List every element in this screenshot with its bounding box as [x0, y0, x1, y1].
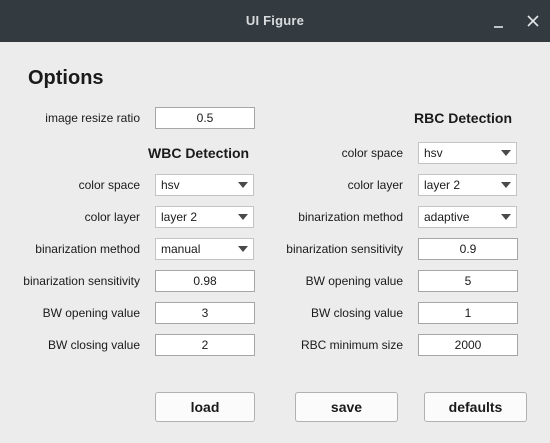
wbc-color-layer-dropdown[interactable]: layer 2 [155, 206, 254, 228]
chevron-down-icon [238, 214, 248, 220]
wbc-color-layer-value: layer 2 [161, 210, 198, 224]
close-icon [527, 15, 539, 27]
rbc-color-space-label: color space [341, 146, 403, 160]
wbc-binarization-sensitivity-field[interactable]: 0.98 [155, 270, 255, 292]
chevron-down-icon [501, 182, 511, 188]
rbc-color-space-dropdown[interactable]: hsv [418, 142, 517, 164]
wbc-binarization-method-value: manual [161, 242, 201, 256]
wbc-binarization-method-dropdown[interactable]: manual [155, 238, 254, 260]
chevron-down-icon [501, 150, 511, 156]
title-bar: UI Figure [0, 0, 550, 42]
rbc-bw-opening-label: BW opening value [305, 274, 403, 288]
rbc-bw-closing-field[interactable]: 1 [418, 302, 518, 324]
wbc-color-space-dropdown[interactable]: hsv [155, 174, 254, 196]
image-resize-field[interactable]: 0.5 [155, 107, 255, 129]
wbc-color-layer-label: color layer [84, 210, 140, 224]
rbc-binarization-method-value: adaptive [424, 210, 470, 224]
rbc-min-size-field[interactable]: 2000 [418, 334, 518, 356]
window-title: UI Figure [245, 13, 305, 28]
save-button[interactable]: save [295, 392, 398, 422]
wbc-section-heading: WBC Detection [148, 145, 250, 161]
rbc-color-layer-value: layer 2 [424, 178, 461, 192]
chevron-down-icon [501, 214, 511, 220]
rbc-color-space-value: hsv [424, 146, 443, 160]
wbc-color-space-value: hsv [161, 178, 180, 192]
wbc-binarization-method-label: binarization method [35, 242, 140, 256]
load-button[interactable]: load [155, 392, 255, 422]
minimize-icon [494, 26, 503, 28]
rbc-bw-closing-label: BW closing value [310, 306, 403, 320]
wbc-binarization-sensitivity-label: binarization sensitivity [23, 274, 140, 288]
wbc-bw-closing-label: BW closing value [47, 338, 140, 352]
rbc-binarization-method-label: binarization method [298, 210, 403, 224]
rbc-binarization-sensitivity-field[interactable]: 0.9 [418, 238, 518, 260]
rbc-binarization-sensitivity-label: binarization sensitivity [286, 242, 403, 256]
defaults-button[interactable]: defaults [424, 392, 527, 422]
wbc-bw-opening-label: BW opening value [42, 306, 140, 320]
image-resize-label: image resize ratio [45, 111, 140, 125]
rbc-section-heading: RBC Detection [414, 110, 513, 126]
rbc-binarization-method-dropdown[interactable]: adaptive [418, 206, 517, 228]
close-button[interactable] [520, 8, 546, 34]
wbc-bw-opening-field[interactable]: 3 [155, 302, 255, 324]
rbc-color-layer-label: color layer [347, 178, 403, 192]
rbc-min-size-label: RBC minimum size [300, 338, 403, 352]
options-heading: Options [28, 67, 104, 89]
rbc-bw-opening-field[interactable]: 5 [418, 270, 518, 292]
minimize-button[interactable] [486, 8, 512, 34]
wbc-bw-closing-field[interactable]: 2 [155, 334, 255, 356]
options-panel: Options image resize ratio 0.5 WBC Detec… [0, 42, 550, 443]
chevron-down-icon [238, 182, 248, 188]
wbc-color-space-label: color space [78, 178, 140, 192]
chevron-down-icon [238, 246, 248, 252]
rbc-color-layer-dropdown[interactable]: layer 2 [418, 174, 517, 196]
